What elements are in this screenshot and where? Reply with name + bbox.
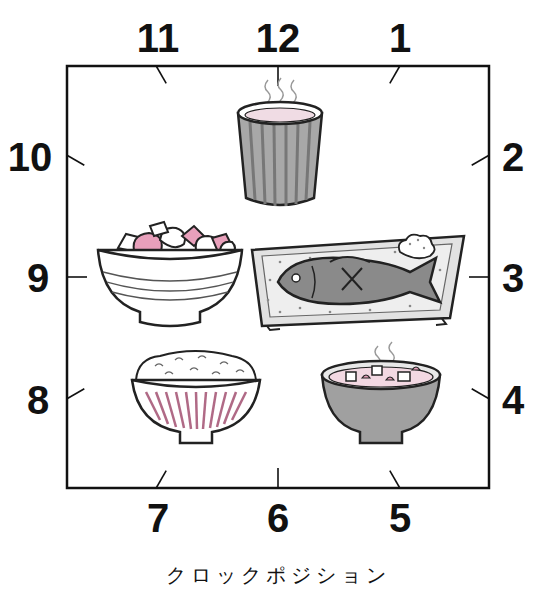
clock-number: 12 <box>256 18 301 58</box>
rice-bowl <box>132 351 260 443</box>
clock-number: 6 <box>267 498 289 538</box>
clock-number: 11 <box>137 18 179 58</box>
grilled-fish-plate <box>252 235 464 330</box>
clock-number: 9 <box>27 258 49 298</box>
clock-number: 8 <box>27 380 49 420</box>
clock-number: 4 <box>502 380 524 420</box>
clock-number: 7 <box>147 498 169 538</box>
miso-soup-bowl <box>322 342 440 443</box>
clock-ticks <box>67 66 489 488</box>
simmered-bowl <box>98 222 242 326</box>
clock-number: 10 <box>8 137 53 177</box>
tea-cup <box>238 78 322 206</box>
clock-number: 1 <box>389 18 411 58</box>
clock-number: 5 <box>389 498 411 538</box>
tray-frame <box>67 66 489 488</box>
clock-number: 3 <box>502 258 524 298</box>
caption: クロックポジション <box>166 565 391 585</box>
clock-number: 2 <box>502 137 524 177</box>
